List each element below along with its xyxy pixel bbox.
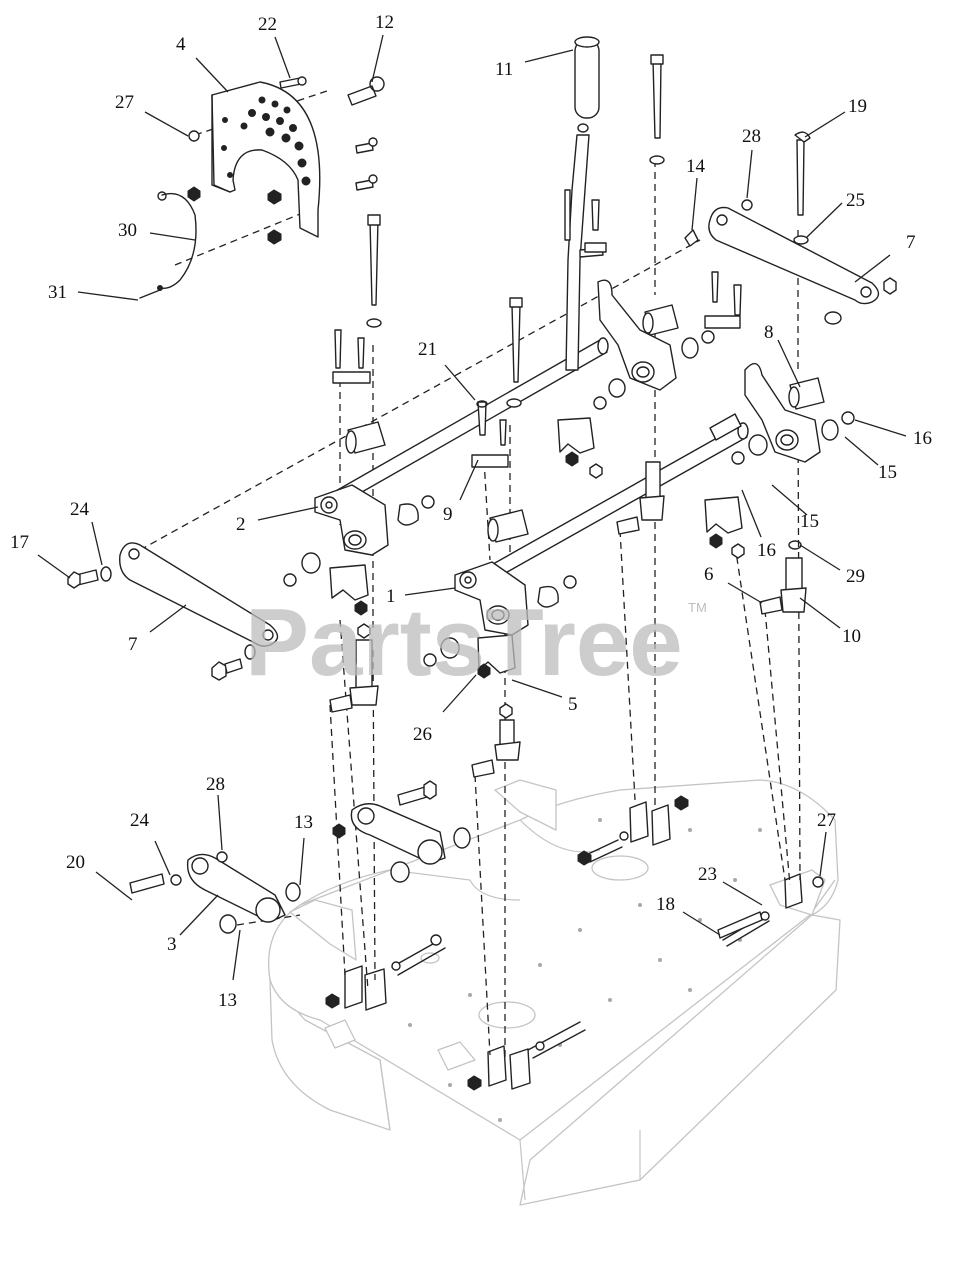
lift-shafts: [319, 337, 749, 590]
callout-13-lower: 13: [218, 990, 237, 1011]
callout-24-left: 24: [70, 499, 90, 520]
callout-7-right: 7: [906, 232, 916, 253]
plate-holes: [221, 96, 311, 186]
callout-20: 20: [66, 852, 85, 873]
callout-12: 12: [375, 12, 394, 33]
callout-25: 25: [846, 190, 865, 211]
arm-assembly-right: [704, 362, 855, 615]
callout-21: 21: [418, 339, 437, 360]
callout-8: 8: [764, 322, 774, 343]
callout-labels: 1 2 3 4 5 6 7 7 8 9 10 11 12 13 13 14 15…: [10, 12, 932, 1011]
callout-15-upper: 15: [878, 462, 897, 483]
callout-28-lower: 28: [206, 774, 225, 795]
deck-brackets: [325, 795, 824, 1091]
arm-assembly-upper-right: [557, 279, 715, 535]
callout-15-lower: 15: [800, 511, 819, 532]
callout-1: 1: [386, 586, 396, 607]
callout-6: 6: [704, 564, 714, 585]
callout-23: 23: [698, 864, 717, 885]
top-fasteners: [279, 54, 811, 468]
lower-links: [129, 780, 763, 939]
leader-lines: [37, 34, 907, 981]
callout-16-right: 16: [913, 428, 932, 449]
selector-plate: [187, 81, 321, 245]
callout-16-lower: 16: [757, 540, 776, 561]
lift-link-left: [67, 542, 279, 681]
callout-27-left: 27: [115, 92, 134, 113]
callout-27-right: 27: [817, 810, 836, 831]
callout-3: 3: [167, 934, 177, 955]
callout-29: 29: [846, 566, 865, 587]
callout-4: 4: [176, 34, 186, 55]
callout-22: 22: [258, 14, 277, 35]
callout-26: 26: [413, 724, 432, 745]
cable: [139, 191, 197, 299]
callout-18: 18: [656, 894, 675, 915]
callout-5: 5: [568, 694, 578, 715]
watermark-tm: TM: [688, 600, 707, 615]
callout-9: 9: [443, 504, 453, 525]
callout-30: 30: [118, 220, 137, 241]
deck-holes: [378, 818, 762, 1122]
callout-19: 19: [848, 96, 867, 117]
callout-7-left: 7: [128, 634, 138, 655]
callout-17: 17: [10, 532, 29, 553]
arm-assembly-2: [283, 421, 435, 713]
mower-deck: [267, 779, 841, 1206]
callout-13-upper: 13: [294, 812, 313, 833]
callout-2: 2: [236, 514, 246, 535]
watermark-text: PartsTree: [245, 589, 683, 696]
callout-28-upper: 28: [742, 126, 761, 147]
callout-10: 10: [842, 626, 861, 647]
callout-14: 14: [686, 156, 706, 177]
lift-link-right: [708, 206, 897, 325]
callout-24-lower: 24: [130, 810, 150, 831]
arm-assembly-1: [423, 509, 577, 778]
callout-31: 31: [48, 282, 67, 303]
callout-11: 11: [495, 59, 513, 80]
watermark: PartsTree TM: [245, 589, 707, 696]
